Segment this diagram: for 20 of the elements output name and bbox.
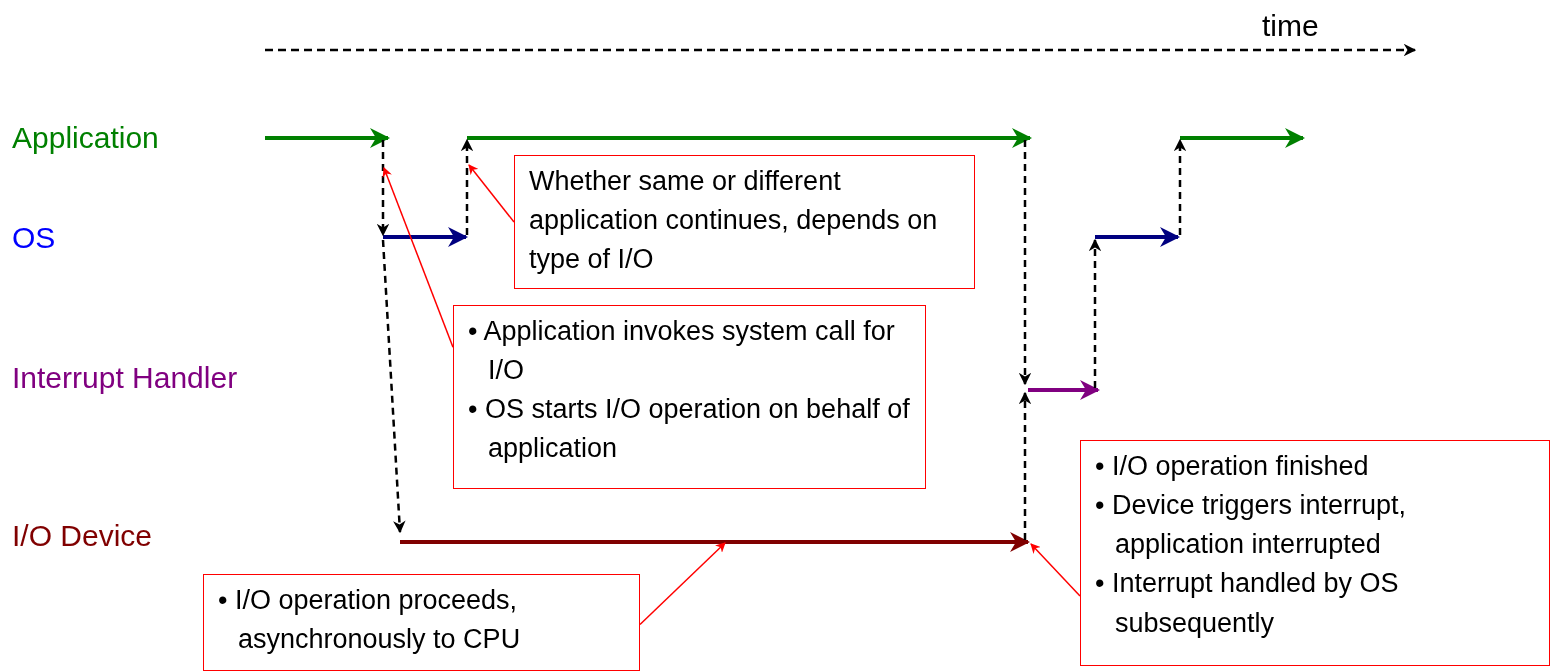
leader-line <box>639 542 726 626</box>
bullet-item: • Interrupt handled by OS subsequently <box>1095 567 1400 640</box>
bullet-item: • OS starts I/O operation on behalf of application <box>468 393 911 466</box>
leader-line <box>382 167 454 349</box>
bullet-item: • I/O operation proceeds, asynchronously to CPU <box>218 584 522 657</box>
lane-label: OS <box>12 220 56 256</box>
callout-box <box>514 155 975 289</box>
lane-label: Interrupt Handler <box>12 360 238 396</box>
bullet-item: • Application invokes system call for I/O <box>468 315 896 388</box>
leader-line <box>1030 543 1081 597</box>
bullet-item: • I/O operation finished <box>1095 450 1370 483</box>
bullet-item: • Device triggers interrupt, application interrupted <box>1095 489 1408 562</box>
lane-label: I/O Device <box>12 518 153 554</box>
callout-box <box>1080 440 1550 666</box>
lane-label: Application <box>12 120 159 156</box>
leader-line <box>468 164 515 223</box>
callout-box <box>203 574 640 671</box>
direction-label: time <box>1262 8 1319 44</box>
callout-box <box>453 305 926 489</box>
callout-text: Whether same or different application continues, depends on type of I/O <box>529 165 939 277</box>
